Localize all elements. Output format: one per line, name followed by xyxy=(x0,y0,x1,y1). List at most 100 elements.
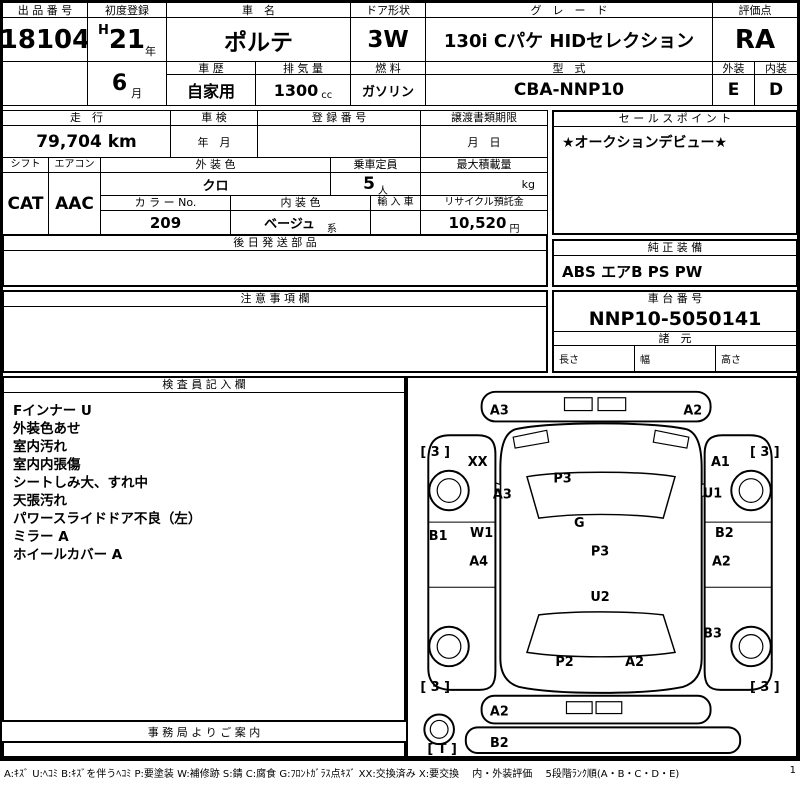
lot-number: 18104 xyxy=(2,17,88,62)
history: 自家用 xyxy=(166,74,256,106)
inspection-label: 車 検 xyxy=(171,111,257,126)
caution-notes-cell: 注 意 事 項 欄 xyxy=(2,290,548,373)
recycle-deposit-value: 10,520 円 xyxy=(421,211,547,235)
capacity-number: 5 xyxy=(363,174,375,194)
exterior-color-label: 外 装 色 xyxy=(101,158,330,173)
later-parts-value xyxy=(4,251,546,285)
interior-color-suffix: 系 xyxy=(326,224,337,234)
damage-mark: A2 xyxy=(683,404,702,419)
damage-mark: A2 xyxy=(712,555,731,570)
rear-right-wheel-rim xyxy=(738,634,764,659)
inspector-note-line: 天張汚れ xyxy=(13,493,67,509)
shift-cell: シフト CAT xyxy=(2,157,49,235)
later-parts-cell: 後 日 発 送 部 品 xyxy=(2,234,548,287)
damage-mark: A2 xyxy=(625,655,644,670)
damage-mark: G xyxy=(574,516,585,531)
front-right-wheel-rim xyxy=(738,478,764,503)
rear-plate-shape xyxy=(565,701,593,715)
mileage-cell: 走 行 79,704 km xyxy=(2,110,171,158)
registration-number-cell: 登 録 番 号 xyxy=(257,110,421,158)
damage-mark: A3 xyxy=(490,404,509,419)
interior-color-label: 内 装 色 xyxy=(231,196,370,211)
damage-mark: [ 3 ] xyxy=(420,445,450,460)
inspection-value: 年 月 xyxy=(197,135,231,149)
damage-mark: B2 xyxy=(715,526,734,541)
displacement-label: 排 気 量 xyxy=(255,61,351,75)
rear-panel-shape xyxy=(464,726,742,755)
model-code: CBA-NNP10 xyxy=(425,74,713,106)
recycle-amount: 10,520 xyxy=(448,213,507,232)
car-name: ポルテ xyxy=(166,17,351,62)
lot-number-empty-cell xyxy=(2,61,88,106)
mileage-label: 走 行 xyxy=(3,111,170,126)
shift-label: シフト xyxy=(3,158,48,173)
damage-mark: B3 xyxy=(703,627,722,642)
door-shape-label: ドア形状 xyxy=(350,2,426,18)
model-code-label: 型 式 xyxy=(425,61,713,75)
spec-width-label: 幅 xyxy=(640,355,650,366)
rear-plate-shape xyxy=(595,701,623,715)
displacement-unit: cc xyxy=(321,89,333,101)
inspector-label: 検 査 員 記 入 欄 xyxy=(4,378,404,393)
caution-notes-label: 注 意 事 項 欄 xyxy=(4,292,546,307)
capacity-cell: 乗車定員 5 人 xyxy=(330,157,421,196)
interior-color-name: ベージュ xyxy=(264,217,315,232)
max-load-label: 最大積載量 xyxy=(421,158,547,173)
front-plate-shape xyxy=(597,397,627,412)
exterior-color-cell: 外 装 色 クロ xyxy=(100,157,331,196)
inspector-note-line: ミラー A xyxy=(13,529,69,545)
chassis-number: NNP10-5050141 xyxy=(588,308,762,330)
grade-label: グ レ ー ド xyxy=(425,2,713,18)
spec-height-label: 高さ xyxy=(721,355,741,366)
capacity-label: 乗車定員 xyxy=(331,158,420,173)
damage-mark: U1 xyxy=(703,486,722,501)
windshield-shape xyxy=(526,471,676,519)
capacity-unit: 人 xyxy=(377,185,388,196)
score-label: 評価点 xyxy=(712,2,798,18)
equipment-cell: 純 正 装 備 ABS エアB PS PW xyxy=(552,239,798,287)
chassis-number-label: 車 台 番 号 xyxy=(647,292,703,305)
inspector-note-line: 外装色あせ xyxy=(13,421,81,437)
damage-mark: A4 xyxy=(469,555,488,570)
interior-color-cell: 内 装 色 ベージュ 系 xyxy=(230,195,371,235)
first-reg-era: H xyxy=(97,23,109,38)
fuel: ガソリン xyxy=(350,74,426,106)
inspector-note-line: パワースライドドア不良（左） xyxy=(13,511,202,527)
aircon-label: エアコン xyxy=(49,158,100,173)
history-label: 車 歴 xyxy=(166,61,256,75)
mileage-value: 79,704 km xyxy=(36,131,137,152)
lot-number-label: 出 品 番 号 xyxy=(2,2,88,18)
spec-width-cell: 幅 xyxy=(635,346,716,371)
color-number-value: 209 xyxy=(149,213,182,232)
transfer-deadline-cell: 譲渡書類期限 月 日 xyxy=(420,110,548,158)
recycle-unit: 円 xyxy=(509,224,520,234)
front-left-wheel-rim xyxy=(436,478,462,503)
office-info-label: 事 務 局 よ り ご 案 内 xyxy=(2,720,406,743)
inspector-note-line: シートしみ大、すれ中 xyxy=(13,475,148,491)
later-parts-label: 後 日 発 送 部 品 xyxy=(4,236,546,251)
spare-tire-rim xyxy=(429,719,449,739)
damage-mark: B2 xyxy=(490,736,509,751)
exterior-score: E xyxy=(712,74,755,106)
damage-mark: A1 xyxy=(711,455,730,470)
capacity-value: 5 人 xyxy=(331,173,420,195)
damage-mark: P3 xyxy=(553,472,571,487)
max-load-unit: kg xyxy=(521,177,535,191)
front-bumper-shape xyxy=(480,390,712,423)
first-registration-year: H 21 年 xyxy=(87,17,167,62)
interior-color-value: ベージュ 系 xyxy=(231,211,370,234)
damage-mark: [ 3 ] xyxy=(750,445,780,460)
legend-page-number: 1 xyxy=(789,765,796,776)
first-registration-label: 初度登録 xyxy=(87,2,167,18)
auction-sheet-border xyxy=(0,0,800,761)
damage-mark: B1 xyxy=(429,529,448,544)
first-registration-month: 6 月 xyxy=(87,61,167,106)
damage-mark: A2 xyxy=(490,705,509,720)
first-reg-year-number: 21 xyxy=(108,24,146,55)
first-reg-month-number: 6 xyxy=(111,71,128,96)
color-number-label: カ ラ ー No. xyxy=(101,196,230,211)
spec-length-cell: 長さ xyxy=(554,346,635,371)
car-name-label: 車 名 xyxy=(166,2,351,18)
